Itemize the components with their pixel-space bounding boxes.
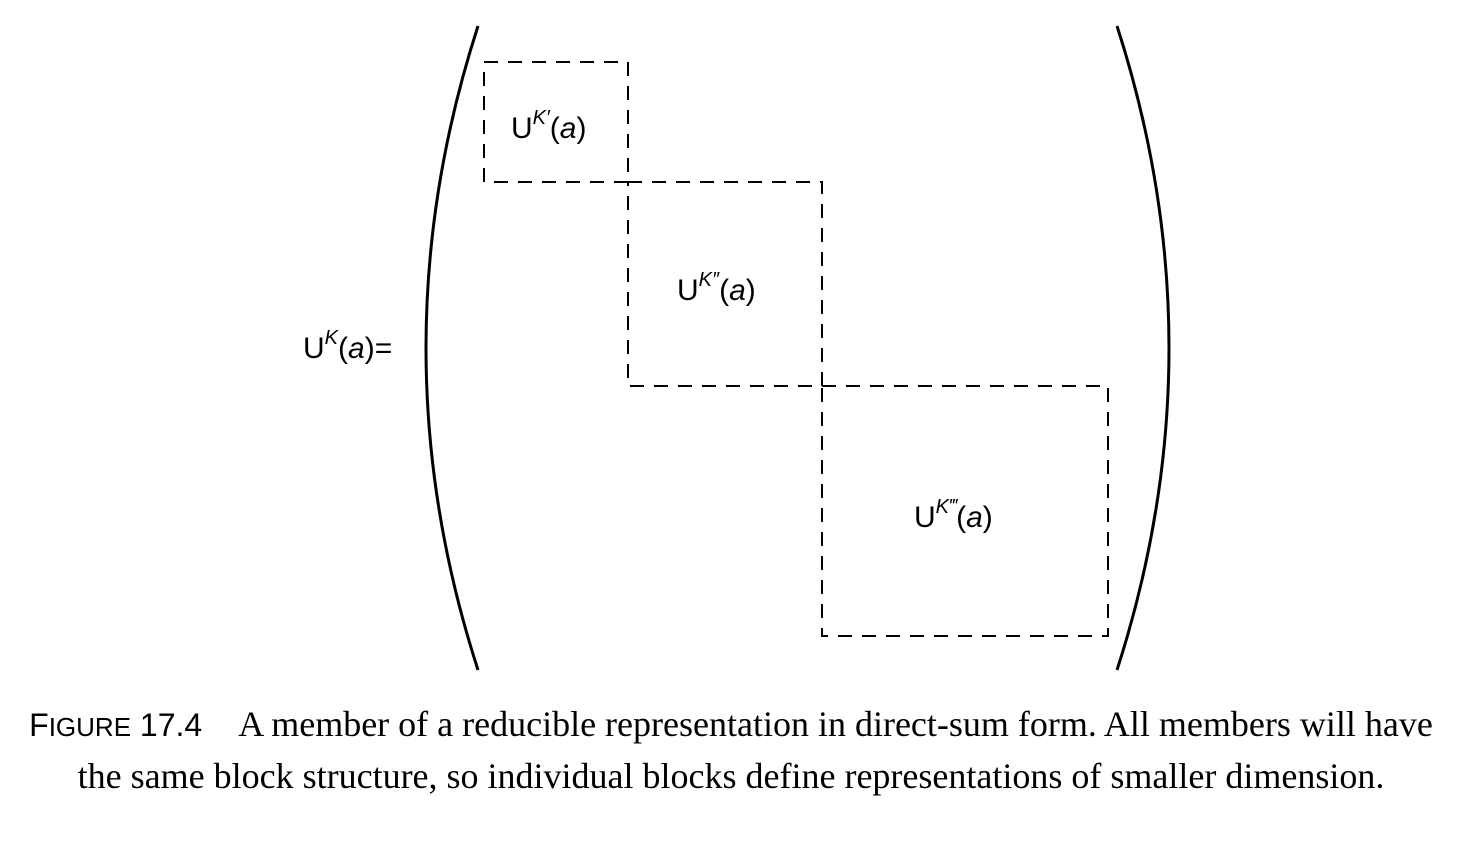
block-2-border xyxy=(627,181,823,387)
caption-text: A member of a reducible representation i… xyxy=(77,704,1433,796)
caption-label: FIGURE 17.4 xyxy=(29,707,203,743)
block-1-border xyxy=(483,61,629,183)
block-3-label: UK‴(a) xyxy=(914,496,993,534)
block-3-border xyxy=(821,385,1109,637)
right-parenthesis xyxy=(1115,25,1171,671)
left-parenthesis xyxy=(424,25,480,671)
block-1-label: UK′(a) xyxy=(511,107,586,145)
block-2-label: UK″(a) xyxy=(677,269,756,307)
lhs-expression: UK(a)= xyxy=(303,327,392,365)
block-diagonal-matrix-diagram: UK(a)= UK′(a) UK″(a) UK‴(a) xyxy=(303,25,1171,671)
